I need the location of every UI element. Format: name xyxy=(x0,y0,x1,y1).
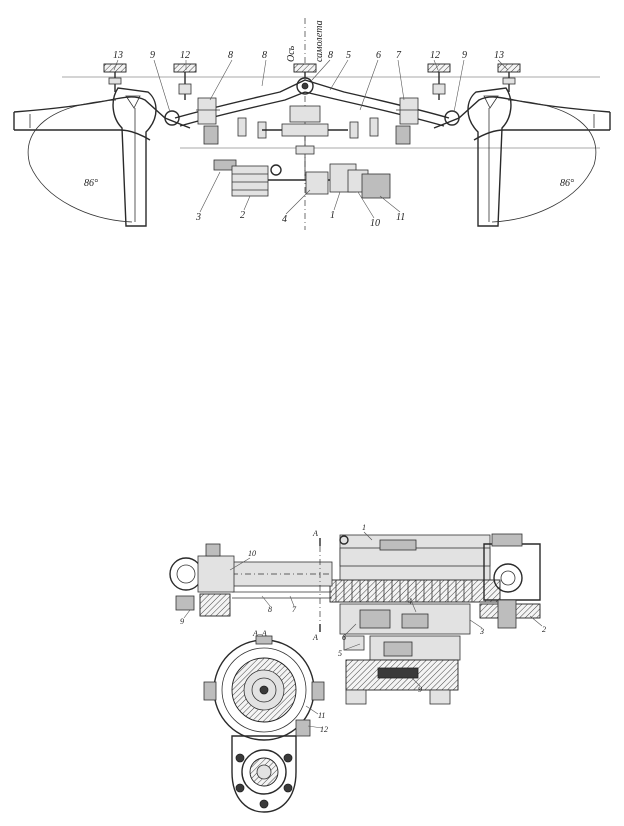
label-b2: 2 xyxy=(542,625,546,634)
hand-crank-3 xyxy=(213,159,237,171)
right-wing-lower-edge xyxy=(473,129,610,141)
angle-label-left: 86° xyxy=(84,178,98,189)
label-3: 3 xyxy=(195,212,201,223)
label-b9a: 9 xyxy=(180,617,184,626)
label-b9b: 9 xyxy=(418,685,422,694)
right-gearbox-cluster xyxy=(349,97,420,145)
right-gear-leg xyxy=(467,87,512,227)
left-end-fitting xyxy=(197,555,235,593)
left-wing-upper-edge xyxy=(13,96,191,129)
hinge-9-left xyxy=(164,110,180,126)
mount-12-left xyxy=(173,63,197,100)
actuator-assembly xyxy=(213,159,391,199)
lead-screw xyxy=(329,579,501,603)
screw-threads xyxy=(335,580,473,602)
unit-11 xyxy=(361,173,391,199)
central-mechanism xyxy=(262,105,348,176)
label-2: 2 xyxy=(240,210,245,221)
left-wing-lower-edge xyxy=(14,129,151,141)
label-9-right: 9 xyxy=(462,50,467,61)
leader-lines-top xyxy=(113,59,509,219)
mount-13-right xyxy=(497,63,521,92)
label-b8: 8 xyxy=(268,605,272,614)
label-8-b: 8 xyxy=(262,50,267,61)
axis-label-1: Ось xyxy=(286,45,297,62)
left-retraction-arc xyxy=(27,99,133,223)
label-10: 10 xyxy=(370,218,380,229)
label-b10: 10 xyxy=(248,549,256,558)
section-mark-a-bottom: А xyxy=(312,633,318,642)
electric-motor-2 xyxy=(231,165,269,197)
section-title-a-a: А–А xyxy=(252,629,267,638)
label-12-right: 12 xyxy=(430,50,440,61)
left-gearbox-cluster xyxy=(196,97,267,145)
wing-flap-mechanism-diagram: Ось самолета xyxy=(13,18,611,230)
left-bearing-9 xyxy=(199,593,231,617)
angle-label-right: 86° xyxy=(560,178,574,189)
hinge-9-right xyxy=(444,110,460,126)
gearbox-section-drawing: А А А–А 1 10 8 7 9 6 5 4 3 2 9 11 12 xyxy=(169,523,546,813)
label-b7: 7 xyxy=(292,605,297,614)
right-end-eye xyxy=(493,563,523,593)
axis-label-2: самолета xyxy=(314,20,325,62)
label-b6: 6 xyxy=(342,633,346,642)
label-8-a: 8 xyxy=(228,50,233,61)
left-drive-shaft xyxy=(174,79,306,119)
label-13-left: 13 xyxy=(113,50,123,61)
label-b11: 11 xyxy=(318,711,325,720)
left-gear-leg xyxy=(112,87,157,227)
label-6: 6 xyxy=(376,50,381,61)
mount-12-right xyxy=(427,63,451,100)
label-b5: 5 xyxy=(338,649,342,658)
section-mark-a-top: А xyxy=(312,529,318,538)
leader-lines-bottom xyxy=(183,531,543,729)
label-13-right: 13 xyxy=(494,50,504,61)
left-end-eye xyxy=(169,557,203,591)
clutch-4 xyxy=(305,171,329,195)
section-a-a-view xyxy=(203,635,325,813)
right-drive-shaft xyxy=(304,79,450,119)
label-11: 11 xyxy=(396,212,405,223)
label-5: 5 xyxy=(346,50,351,61)
reducer-lower xyxy=(369,635,461,661)
right-wing-upper-edge xyxy=(433,96,611,129)
label-1: 1 xyxy=(330,210,335,221)
label-4: 4 xyxy=(282,214,287,225)
label-b4: 4 xyxy=(408,597,412,606)
label-12-left: 12 xyxy=(180,50,190,61)
label-b12: 12 xyxy=(320,725,328,734)
label-9-left: 9 xyxy=(150,50,155,61)
label-b3: 3 xyxy=(479,627,484,636)
right-retraction-arc xyxy=(491,99,597,223)
label-8-c: 8 xyxy=(328,50,333,61)
mount-8-center xyxy=(293,63,317,78)
label-b1: 1 xyxy=(362,523,366,532)
label-7: 7 xyxy=(396,50,402,61)
